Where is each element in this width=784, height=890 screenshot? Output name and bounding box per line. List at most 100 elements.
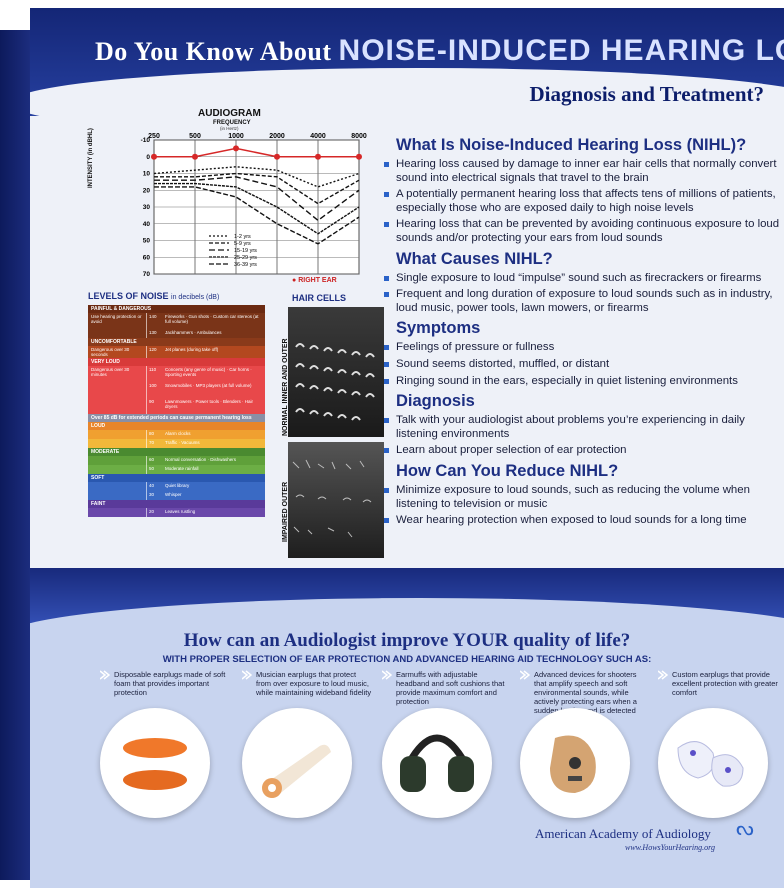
level-desc xyxy=(88,430,146,439)
legend-label: 15-19 yrs xyxy=(234,248,257,254)
foam-earplugs-image xyxy=(100,708,210,818)
level-category: UNCOMFORTABLE xyxy=(88,338,265,346)
level-category-label: LOUD xyxy=(91,423,106,429)
product-text: Earmuffs with adjustable headband and so… xyxy=(396,670,505,706)
age-curve xyxy=(154,182,360,235)
bullet-text: A potentially permanent hearing loss tha… xyxy=(396,188,776,214)
level-db: 80 xyxy=(146,430,163,439)
x-tick-label: 500 xyxy=(189,133,201,140)
title-prefix: Do You Know About xyxy=(95,37,332,66)
bullet-icon xyxy=(384,292,389,298)
bullet-text: Frequent and long duration of exposure t… xyxy=(396,288,773,314)
level-category: VERY LOUD xyxy=(88,358,265,366)
bullet-icon xyxy=(384,222,389,228)
level-examples: Quiet library xyxy=(165,483,190,488)
arrow-icon xyxy=(382,670,392,680)
product-caption: Musician earplugs that protect from over… xyxy=(242,670,372,697)
header-wave xyxy=(30,68,784,138)
bottom-subtitle: WITH PROPER SELECTION OF EAR PROTECTION … xyxy=(162,654,652,665)
level-desc xyxy=(88,465,146,474)
level-db: 140 xyxy=(146,313,163,329)
bullet-item: Hearing loss that can be prevented by av… xyxy=(384,218,784,245)
impaired-hair-cells-label: IMPAIRED OUTER xyxy=(282,481,289,542)
bullet-icon xyxy=(384,518,389,524)
bullet-item: Single exposure to loud “impulse” sound … xyxy=(384,272,784,286)
bullet-text: Sound seems distorted, muffled, or dista… xyxy=(396,357,610,370)
audiogram-frequency-unit: (in Hertz) xyxy=(220,126,239,131)
bottom-title: How can an Audiologist improve YOUR qual… xyxy=(183,630,631,651)
level-db: 50 xyxy=(146,465,163,474)
legend-label: 5-9 yrs xyxy=(234,241,251,247)
ear-logo-icon: ᔓ xyxy=(736,818,754,840)
level-desc xyxy=(88,329,146,338)
level-desc xyxy=(88,508,146,517)
bullet-icon xyxy=(384,162,389,167)
level-desc xyxy=(88,439,146,448)
level-category-label: FAINT xyxy=(91,501,106,507)
section-heading: How Can You Reduce NIHL? xyxy=(396,461,619,480)
level-examples: Concerts (any genre of music) · Car horn… xyxy=(165,367,252,377)
y-tick-label: 10 xyxy=(143,171,151,178)
organization-url[interactable]: www.HowsYourHearing.org xyxy=(625,843,715,852)
section-list: Talk with your audiologist about problem… xyxy=(384,414,784,458)
legend-label: 25-29 yrs xyxy=(234,255,257,261)
bullet-icon xyxy=(384,192,389,198)
bullet-item: Ringing sound in the ears, especially in… xyxy=(384,375,784,389)
level-examples: Traffic · Vacuums xyxy=(165,440,200,445)
bullet-icon xyxy=(384,361,389,367)
product-caption: Disposable earplugs made of soft foam th… xyxy=(100,670,230,697)
level-examples: Normal conversation · Dishwashers xyxy=(165,457,237,462)
arrow-icon xyxy=(242,670,252,680)
title-emphasis: NOISE-INDUCED HEARING LOSS xyxy=(338,34,784,67)
level-examples: Jet planes (during take off) xyxy=(165,347,219,352)
y-tick-label: -10 xyxy=(141,137,151,144)
level-examples: Snowmobiles · MP3 players (at full volum… xyxy=(165,383,252,388)
bullet-item: Learn about proper selection of ear prot… xyxy=(384,444,784,458)
level-desc: Use hearing protection or avoid xyxy=(91,314,142,324)
bullet-icon xyxy=(384,378,389,384)
audiogram-frequency-label: FREQUENCY xyxy=(213,120,251,126)
right-ear-point xyxy=(192,153,198,160)
x-tick-label: 250 xyxy=(148,133,160,140)
level-desc xyxy=(88,382,146,398)
y-tick-label: 60 xyxy=(143,254,151,261)
level-db: 120 xyxy=(146,346,163,358)
section-heading: What Is Noise-Induced Hearing Loss (NIHL… xyxy=(396,136,747,154)
shooter-device-image xyxy=(520,708,630,818)
impaired-hair-cells-image xyxy=(288,442,384,558)
bullet-icon xyxy=(384,448,389,454)
subtitle: Diagnosis and Treatment? xyxy=(529,82,764,106)
level-category-label: VERY LOUD xyxy=(91,359,120,365)
level-category-label: MODERATE xyxy=(91,449,120,455)
bullet-icon xyxy=(384,487,389,493)
earmuffs-image xyxy=(382,708,492,818)
bullet-text: Talk with your audiologist about problem… xyxy=(396,414,745,440)
x-tick-label: 1000 xyxy=(228,133,244,140)
level-db: 30 xyxy=(146,491,163,500)
level-desc: Dangerous over 30 minutes xyxy=(91,367,130,377)
bullet-icon xyxy=(384,345,389,351)
organization-name: American Academy of Audiology xyxy=(535,826,711,841)
level-category: FAINT xyxy=(88,500,265,508)
normal-hair-cells-label: NORMAL INNER AND OUTER xyxy=(282,338,289,436)
level-db: 70 xyxy=(146,439,163,448)
main-title: Do You Know About NOISE-INDUCED HEARING … xyxy=(95,34,784,68)
bullet-text: Minimize exposure to loud sounds, such a… xyxy=(396,483,750,510)
level-db: 20 xyxy=(146,508,163,517)
x-tick-label: 2000 xyxy=(269,133,285,140)
level-desc: Dangerous over 30 seconds xyxy=(91,347,130,357)
level-db: 90 xyxy=(146,398,163,414)
hair-cells-title: HAIR CELLS xyxy=(292,293,346,303)
level-db: 130 xyxy=(146,329,163,338)
bullet-text: Hearing loss that can be prevented by av… xyxy=(396,218,780,244)
y-tick-label: 0 xyxy=(146,154,150,161)
product-caption: Custom earplugs that provide excellent p… xyxy=(658,670,784,697)
age-curve xyxy=(154,186,360,245)
